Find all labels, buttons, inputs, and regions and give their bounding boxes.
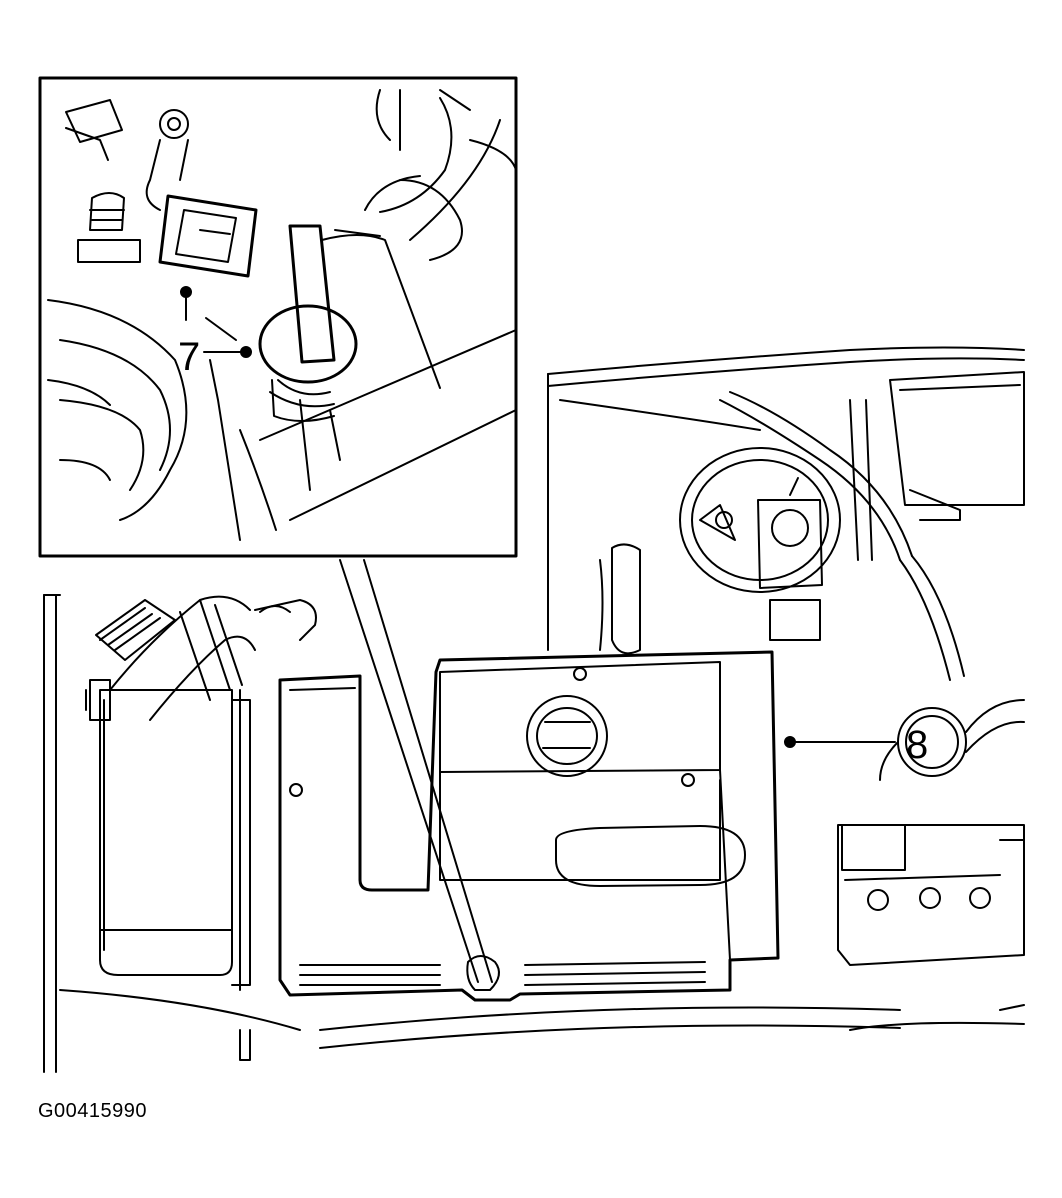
figure-id: G00415990	[38, 1100, 148, 1122]
engine-bay-view	[44, 348, 1024, 1073]
battery	[838, 825, 1024, 965]
callout-8-label: 8	[906, 723, 928, 767]
air-filter-box	[86, 680, 250, 990]
fluid-reservoir	[758, 478, 822, 640]
engine-cover-detail	[290, 662, 745, 990]
control-module	[96, 600, 175, 660]
leader-line	[340, 560, 478, 982]
relay-box	[890, 372, 1024, 520]
vacuum-component	[880, 700, 1024, 780]
inset-frame	[40, 78, 516, 556]
intake-duct	[110, 597, 316, 720]
callout-7-label: 7	[178, 335, 200, 379]
engine-cover	[280, 652, 778, 1000]
inset-detail	[40, 78, 516, 556]
